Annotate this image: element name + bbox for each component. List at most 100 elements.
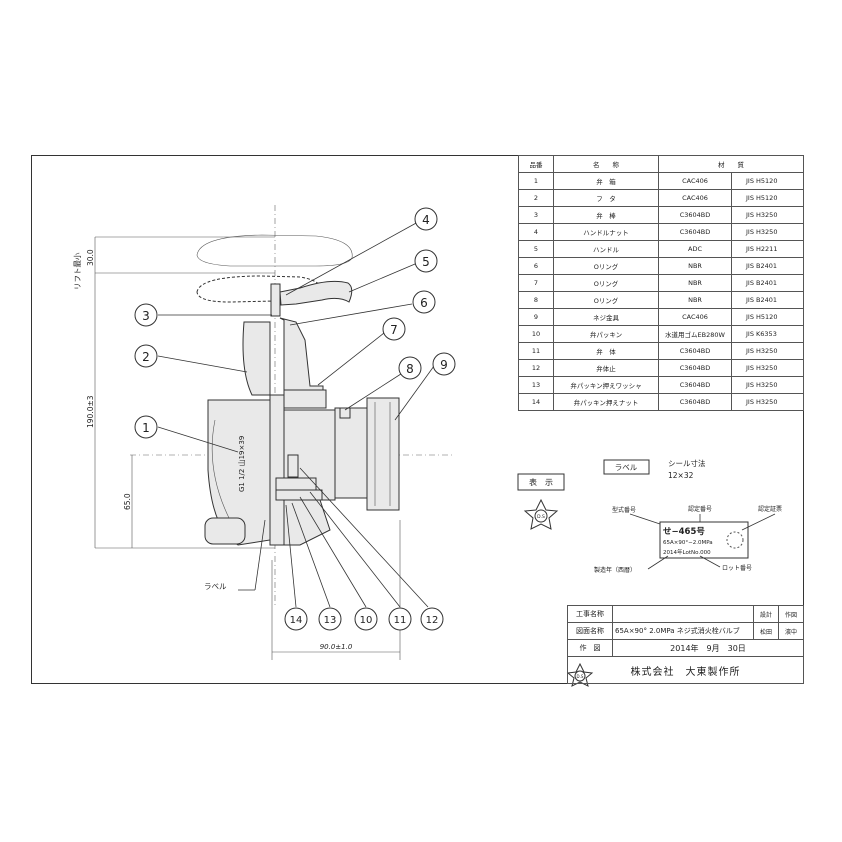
ds-star-mark: D.S <box>523 498 559 530</box>
callout-13: 13 <box>318 607 342 631</box>
svg-text:9: 9 <box>440 358 448 372</box>
drafter-label: 作図 <box>778 605 804 623</box>
svg-text:5: 5 <box>422 255 430 269</box>
handle-upper-position <box>196 234 353 267</box>
svg-text:3: 3 <box>142 309 150 323</box>
seal-size-title: シール寸法 <box>668 458 706 468</box>
project-value <box>612 605 754 623</box>
svg-text:1: 1 <box>142 421 150 435</box>
dim-base-value: 65.0 <box>123 493 132 510</box>
threaded-fitting <box>366 397 400 511</box>
bonnet-cover <box>279 317 324 396</box>
dim-width-value: 90.0±1.0 <box>320 643 353 651</box>
svg-text:8: 8 <box>406 362 414 376</box>
svg-text:11: 11 <box>394 615 407 626</box>
year-label: 製造年（西暦） <box>594 566 636 574</box>
cover-left <box>242 321 271 396</box>
body-foot <box>204 517 246 545</box>
svg-text:D.S: D.S <box>537 514 545 520</box>
o-ring-8 <box>339 407 351 419</box>
header-no: 品番 <box>518 155 554 173</box>
dim-lift-value: 30.0 <box>86 249 95 266</box>
svg-text:6: 6 <box>420 296 428 310</box>
label-box <box>603 459 650 475</box>
model-no-label: 型式番号 <box>612 506 636 514</box>
dim-lift-label: リフト最小 <box>73 252 82 290</box>
draw-label: 作 図 <box>567 639 613 657</box>
dim-height-value: 190.0±3 <box>86 395 95 428</box>
callout-10: 10 <box>354 607 378 631</box>
cert-lot: 2014年LotNo.000 <box>663 548 711 556</box>
svg-text:2: 2 <box>142 350 150 364</box>
thread-spec: G1 1/2 山19×39 <box>237 436 246 492</box>
cert-spec: 65A×90°−2.0MPa <box>663 540 713 546</box>
company-name: 株式会社 大東製作所 <box>567 656 804 684</box>
body-bottom <box>283 499 331 546</box>
drawing-name-value: 65A×90° 2.0MPa ネジ式消火栓バルブ <box>612 622 754 640</box>
header-name: 名 称 <box>553 155 659 173</box>
design-value: 松田 <box>753 622 779 640</box>
header-material: 材 質 <box>658 155 804 173</box>
callout-12: 12 <box>420 607 444 631</box>
valve-disc <box>275 477 317 491</box>
handle <box>279 280 353 306</box>
cert-no-label: 認定番号 <box>688 505 712 513</box>
label-pointer-text: ラベル <box>204 582 227 591</box>
callout-5: 5 <box>414 249 438 273</box>
callout-8: 8 <box>398 356 422 380</box>
display-title: 表 示 <box>529 477 553 487</box>
callout-6: 6 <box>412 290 436 314</box>
svg-text:13: 13 <box>324 615 337 626</box>
title-block: 工事名称 設計 作図 図面名称 65A×90° 2.0MPa ネジ式消火栓バルブ… <box>567 605 804 684</box>
callout-9: 9 <box>432 352 456 376</box>
cert-mark-label: 認定証票 <box>758 505 782 513</box>
svg-text:14: 14 <box>290 615 303 626</box>
svg-text:12: 12 <box>426 615 439 626</box>
drafter-value: 濱中 <box>778 622 804 640</box>
model-no: せ−465号 <box>663 527 705 537</box>
callout-4: 4 <box>414 207 438 231</box>
valve-disc-stop <box>287 454 299 478</box>
drawing-sheet-border <box>31 155 804 684</box>
draw-date: 2014年 9月 30日 <box>612 639 804 657</box>
display-box <box>517 473 565 491</box>
callout-11: 11 <box>388 607 412 631</box>
callout-1: 1 <box>134 415 158 439</box>
svg-text:4: 4 <box>422 213 430 227</box>
cert-mark-circle <box>726 531 744 549</box>
valve-stem <box>270 283 281 317</box>
design-label: 設計 <box>753 605 779 623</box>
seat-block <box>283 389 327 409</box>
callout-14: 14 <box>284 607 308 631</box>
body-wall-right <box>269 394 285 546</box>
callout-3: 3 <box>134 303 158 327</box>
body-curve <box>211 419 231 521</box>
seal-size-value: 12×32 <box>668 471 694 480</box>
drawing-name-label: 図面名称 <box>567 622 613 640</box>
project-label: 工事名称 <box>567 605 613 623</box>
outlet-nozzle <box>334 407 368 499</box>
label-box-text: ラベル <box>615 463 638 472</box>
svg-text:10: 10 <box>360 615 373 626</box>
svg-text:7: 7 <box>390 323 398 337</box>
callout-7: 7 <box>382 317 406 341</box>
callout-2: 2 <box>134 344 158 368</box>
lot-label: ロット番号 <box>722 565 752 572</box>
